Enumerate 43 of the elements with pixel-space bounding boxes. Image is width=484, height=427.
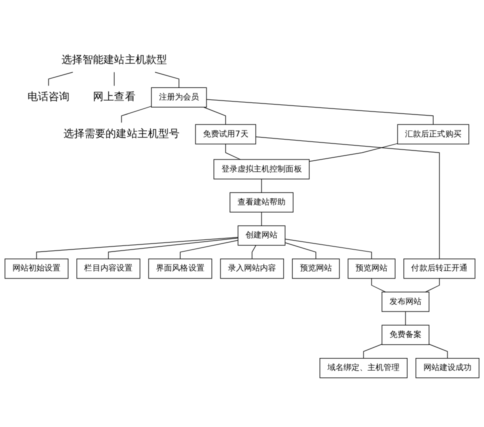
connector bbox=[284, 242, 316, 260]
connector bbox=[261, 212, 262, 226]
node-box bbox=[230, 192, 294, 213]
connector bbox=[154, 72, 180, 88]
connector bbox=[225, 144, 241, 160]
node-box bbox=[214, 159, 310, 180]
connector bbox=[36, 237, 238, 260]
connector bbox=[252, 245, 256, 260]
node-box bbox=[76, 258, 140, 279]
connector bbox=[206, 99, 434, 125]
connector bbox=[114, 72, 115, 86]
connector bbox=[48, 72, 74, 86]
node-box bbox=[416, 358, 480, 378]
node-box bbox=[151, 87, 207, 108]
node-box bbox=[320, 358, 408, 378]
node-text: 网上查看 bbox=[93, 90, 136, 104]
node-box bbox=[238, 226, 286, 246]
node-box bbox=[4, 258, 68, 279]
connector bbox=[108, 238, 238, 260]
connector bbox=[261, 178, 262, 194]
node-box bbox=[382, 324, 430, 346]
node-box bbox=[403, 258, 476, 279]
connector bbox=[371, 278, 386, 292]
connector bbox=[363, 344, 382, 359]
node-box bbox=[148, 258, 212, 279]
connector bbox=[121, 106, 152, 124]
connector bbox=[425, 278, 440, 292]
connector bbox=[180, 240, 238, 260]
connector bbox=[284, 238, 372, 260]
connector bbox=[405, 311, 406, 326]
node-box bbox=[220, 258, 284, 279]
node-text: 选择智能建站主机款型 bbox=[62, 54, 167, 66]
node-text: 选择需要的建站主机型号 bbox=[64, 128, 180, 140]
connector bbox=[428, 344, 448, 359]
node-box bbox=[397, 124, 470, 144]
node-text: 电话咨询 bbox=[28, 90, 70, 104]
node-box bbox=[382, 292, 430, 312]
node-box bbox=[292, 258, 340, 279]
node-box bbox=[348, 258, 396, 279]
connector bbox=[203, 106, 226, 125]
node-box bbox=[195, 124, 256, 144]
connector bbox=[255, 136, 440, 260]
connector bbox=[308, 143, 398, 162]
